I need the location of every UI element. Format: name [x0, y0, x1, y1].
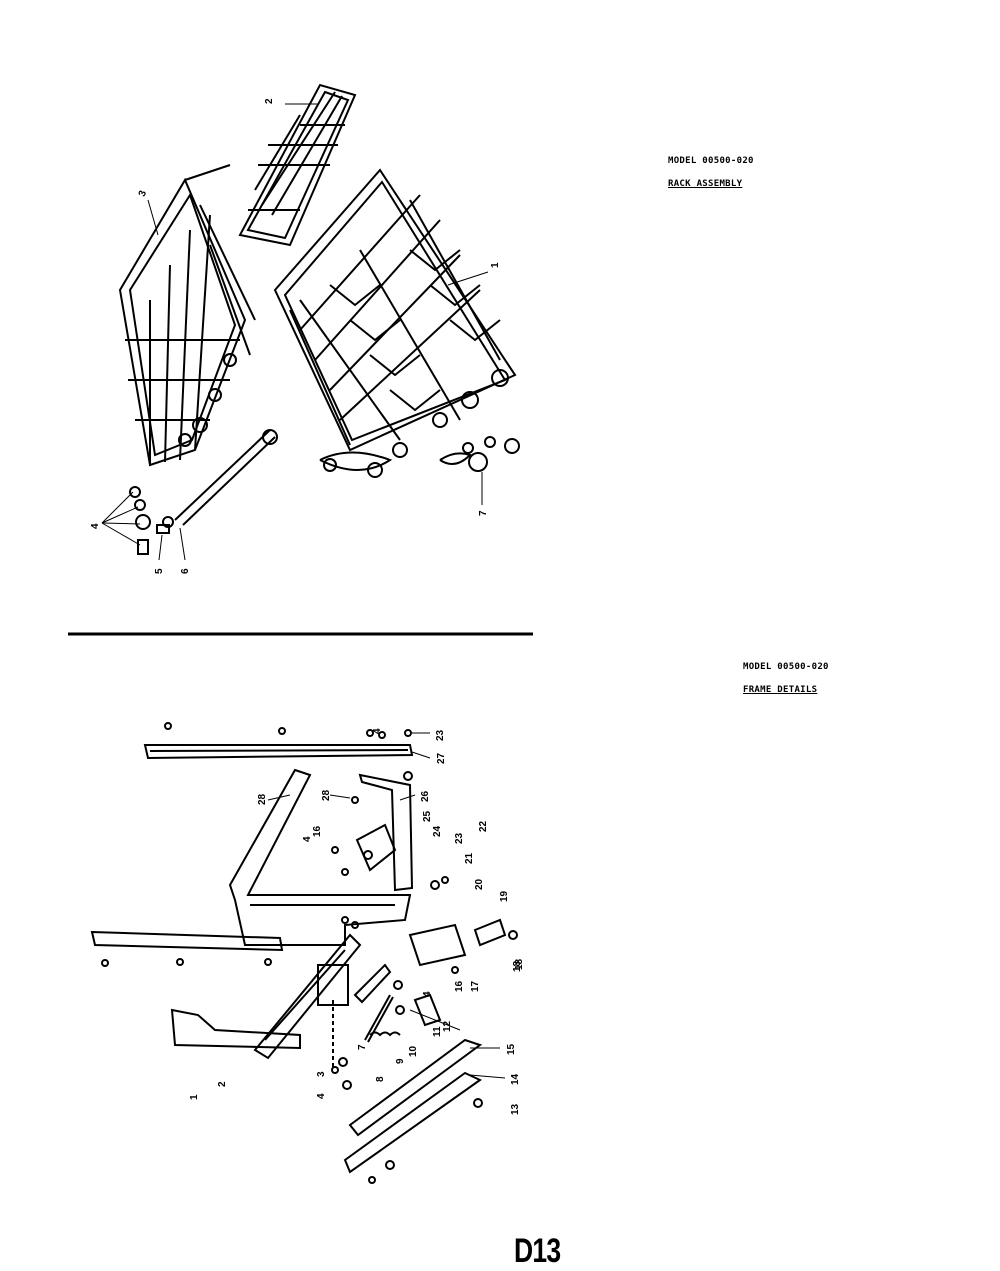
callout-1: 1 — [490, 262, 501, 268]
frame-callout-28a: 28 — [257, 793, 268, 805]
frame-callout-7: 7 — [357, 1044, 368, 1050]
frame-model-label: MODEL 00500-020 — [743, 662, 829, 672]
frame-callout-14: 14 — [510, 1073, 521, 1085]
upper-rack — [118, 164, 256, 467]
callout-5: 5 — [154, 568, 165, 574]
frame-callout-10: 10 — [408, 1045, 419, 1057]
door-spring — [353, 963, 405, 1043]
page-number: D13 — [514, 1232, 561, 1270]
top-rail — [143, 722, 414, 760]
frame-callout-22: 22 — [478, 820, 489, 832]
frame-callout-8: 8 — [375, 1076, 386, 1082]
frame-callout-21: 21 — [464, 852, 475, 864]
rack-axle-rods — [156, 429, 278, 534]
frame-callout-12: 12 — [442, 1020, 453, 1032]
hinge-assembly — [408, 876, 518, 1027]
frame-callout-19: 19 — [499, 890, 510, 902]
frame-callout-13: 13 — [510, 1103, 521, 1115]
rack-model-label: MODEL 00500-020 — [668, 156, 754, 166]
frame-callout-26: 26 — [420, 790, 431, 802]
side-rail — [90, 930, 284, 967]
rack-assembly-title: RACK ASSEMBLY — [668, 179, 743, 189]
frame-callout-27: 27 — [436, 752, 447, 764]
callout-4: 4 — [90, 523, 101, 529]
frame-details-title: FRAME DETAILS — [743, 685, 818, 695]
frame-callout-3: 3 — [316, 1071, 327, 1077]
roller-hardware — [129, 486, 151, 555]
callout-6: 6 — [180, 568, 191, 574]
frame-callout-1: 1 — [189, 1094, 200, 1100]
frame-callout-16: 16 — [454, 980, 465, 992]
frame-callout-28b: 28 — [321, 789, 332, 801]
frame-callout-9: 9 — [395, 1058, 406, 1064]
frame-callout-24: 24 — [432, 825, 443, 837]
callout-3: 3 — [137, 189, 149, 198]
frame-callout-23b: 23 — [454, 832, 465, 844]
frame-callout-16b: 16 — [312, 825, 323, 837]
mounting-plate — [331, 796, 397, 876]
lower-rails — [343, 1038, 483, 1184]
silverware-basket — [238, 83, 357, 247]
frame-callout-4c: 4 — [316, 1093, 327, 1099]
frame-callout-18b: 18 — [514, 958, 525, 970]
frame-callout-15: 15 — [506, 1043, 517, 1055]
frame-callout-11: 11 — [432, 1026, 443, 1037]
frame-callout-23a: 23 — [435, 729, 446, 741]
lower-rack — [273, 168, 517, 478]
frame-bracket — [228, 768, 414, 946]
frame-callout-4d: 4 — [422, 991, 433, 997]
callout-2: 2 — [264, 98, 275, 104]
frame-callout-18: 18 — [512, 960, 523, 972]
callout-7: 7 — [478, 510, 489, 516]
frame-callout-4b: 4 — [372, 728, 383, 734]
frame-callout-17: 17 — [470, 980, 481, 992]
lower-frame — [170, 933, 362, 1090]
frame-callout-2: 2 — [217, 1081, 228, 1087]
frame-callout-25: 25 — [422, 810, 433, 822]
rack-rollers — [439, 436, 520, 472]
frame-callout-20: 20 — [474, 878, 485, 890]
frame-callout-4a: 4 — [302, 836, 313, 842]
